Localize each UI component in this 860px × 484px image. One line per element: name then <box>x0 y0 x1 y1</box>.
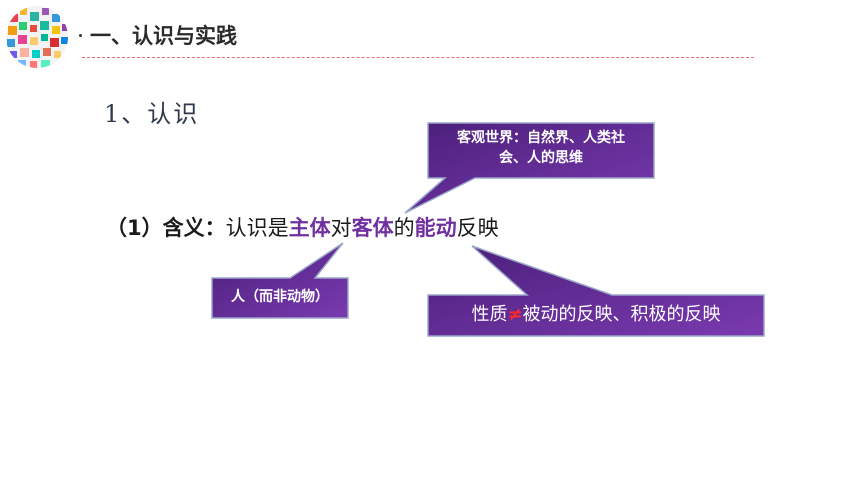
page-title: 一、认识与实践 <box>90 24 237 48</box>
definition-text: 认识是 <box>225 216 289 240</box>
term-subject: 主体 <box>288 216 331 240</box>
title-bullet <box>79 34 82 37</box>
term-active: 能动 <box>414 216 457 240</box>
term-object: 客体 <box>351 216 394 240</box>
object-note-line: 会、人的思维 <box>499 150 583 166</box>
callout-active-note <box>427 245 765 337</box>
definition-text: 反映 <box>456 216 499 240</box>
object-note-text: 客观世界：自然界、人类社 会、人的思维 <box>428 128 654 168</box>
section-heading: 1、认识 <box>104 100 200 128</box>
definition-text: 对 <box>330 216 352 240</box>
definition-prefix: （1）含义： <box>106 216 226 240</box>
definition-text: 的 <box>393 216 415 240</box>
title-divider <box>82 57 754 58</box>
active-note-text: 性质≠被动的反映、积极的反映 <box>428 302 764 328</box>
active-note-detail: 被动的反映、积极的反映 <box>522 304 721 325</box>
active-note-label: 性质 <box>471 304 508 325</box>
subject-note-text: 人（而非动物） <box>231 289 329 305</box>
object-note-line: 客观世界：自然界、人类社 <box>457 130 625 146</box>
mosaic-globe-logo <box>6 6 68 68</box>
definition-line: （1）含义：认识是主体对客体的能动反映 <box>106 213 499 243</box>
callout-subject-note <box>211 242 349 319</box>
not-equal-symbol: ≠ <box>507 304 523 325</box>
callout-object-note <box>404 122 655 214</box>
